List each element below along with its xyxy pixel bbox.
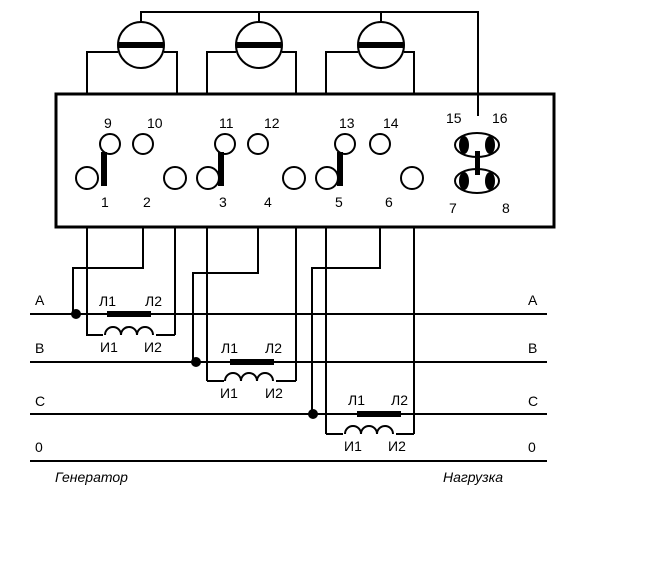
- ct2-l1-label: Л1: [221, 340, 238, 356]
- load-caption: Нагрузка: [443, 469, 503, 485]
- terminal-label-16: 16: [492, 110, 508, 126]
- ct1-l2-label: Л2: [145, 293, 162, 309]
- terminal-label-13: 13: [339, 115, 355, 131]
- ct1-i2-label: И2: [144, 339, 162, 355]
- terminal-jumpers: [101, 136, 495, 190]
- phase-label-0-right: 0: [528, 439, 536, 455]
- terminal-label-8: 8: [502, 200, 510, 216]
- ct3-l1-label: Л1: [348, 392, 365, 408]
- ct3-i2-label: И2: [388, 438, 406, 454]
- ct1-i1-label: И1: [100, 339, 118, 355]
- terminal-label-9: 9: [104, 115, 112, 131]
- phase-lines: [30, 313, 547, 462]
- phase-label-b-right: B: [528, 340, 537, 356]
- terminal-label-4: 4: [264, 194, 272, 210]
- terminal-label-6: 6: [385, 194, 393, 210]
- terminal-label-2: 2: [143, 194, 151, 210]
- top-fuse-3: [357, 21, 405, 69]
- current-transformer-1: [104, 311, 154, 336]
- current-transformer-2: [224, 359, 274, 382]
- phase-label-c-right: C: [528, 393, 538, 409]
- ct2-i1-label: И1: [220, 385, 238, 401]
- terminal-label-12: 12: [264, 115, 280, 131]
- ct2-i2-label: И2: [265, 385, 283, 401]
- ct1-l1-label: Л1: [99, 293, 116, 309]
- terminal-label-1: 1: [101, 194, 109, 210]
- terminal-circles: [75, 132, 500, 194]
- ct3-l2-label: Л2: [391, 392, 408, 408]
- phase-label-a-left: A: [35, 292, 45, 308]
- phase-label-a-right: A: [528, 292, 538, 308]
- top-fuse-2: [235, 21, 283, 69]
- top-wiring: [86, 11, 479, 116]
- meter-terminal-box: [54, 92, 556, 229]
- terminal-label-14: 14: [383, 115, 399, 131]
- phase-label-c-left: C: [35, 393, 45, 409]
- phase-label-b-left: B: [35, 340, 44, 356]
- top-fuse-1: [117, 21, 165, 69]
- terminal-label-15: 15: [446, 110, 462, 126]
- terminal-label-7: 7: [449, 200, 457, 216]
- lower-wiring: [72, 227, 415, 435]
- phase-label-0-left: 0: [35, 439, 43, 455]
- junction-dots: [71, 309, 318, 419]
- terminal-label-5: 5: [335, 194, 343, 210]
- current-transformer-3: [344, 411, 401, 435]
- ct2-l2-label: Л2: [265, 340, 282, 356]
- terminal-label-11: 11: [219, 115, 234, 131]
- terminal-label-3: 3: [219, 194, 227, 210]
- terminal-label-10: 10: [147, 115, 163, 131]
- generator-caption: Генератор: [55, 469, 128, 485]
- ct3-i1-label: И1: [344, 438, 362, 454]
